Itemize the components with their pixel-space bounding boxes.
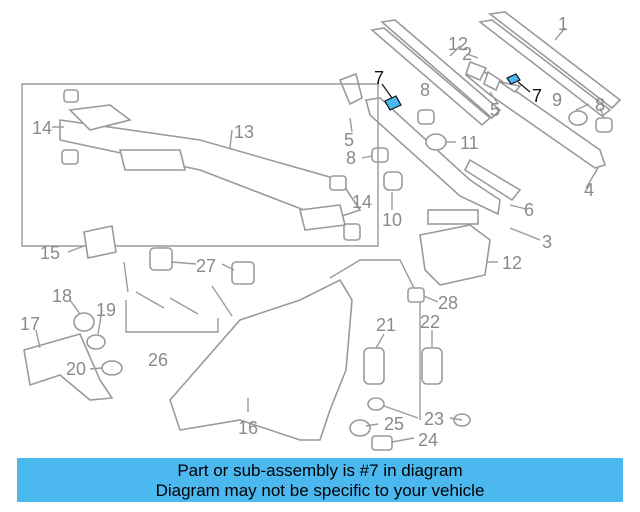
grommet-14b [329, 175, 361, 241]
callout-17: 17 [20, 314, 40, 334]
connector-28 [407, 287, 425, 303]
hoses-26 [123, 261, 233, 333]
washer-reservoir-16 [169, 259, 421, 441]
callout-7-left: 7 [374, 68, 384, 88]
nozzle-27b [231, 261, 255, 285]
banner-line-2: Diagram may not be specific to your vehi… [155, 481, 485, 500]
banner-line-1: Part or sub-assembly is #7 in diagram [177, 461, 463, 480]
callout-3: 3 [542, 232, 552, 252]
clip-19 [86, 334, 106, 350]
wiper-arm-right [465, 63, 607, 169]
arm-cap-right [465, 60, 501, 92]
callout-23: 23 [424, 409, 444, 429]
washer-pump-21 [363, 347, 385, 385]
callout-2-left: 2 [458, 34, 468, 54]
arm-cap-left [338, 72, 363, 106]
nut-8b [595, 117, 613, 133]
plug-18 [73, 312, 95, 332]
callout-13: 13 [234, 122, 254, 142]
callout-19: 19 [96, 300, 116, 320]
callout-20: 20 [66, 359, 86, 379]
callout-7-right: 7 [532, 86, 542, 106]
callout-4: 4 [584, 180, 594, 200]
bushing-10 [383, 171, 403, 191]
callout-6: 6 [524, 200, 534, 220]
linkage-frame-13 [21, 83, 379, 247]
cap-20 [101, 360, 123, 376]
washer-pump-22 [421, 347, 443, 385]
callout-5-right: 5 [490, 100, 500, 120]
callout-10: 10 [382, 210, 402, 230]
callout-28: 28 [438, 293, 458, 313]
callout-25: 25 [384, 414, 404, 434]
grommet-25 [349, 419, 371, 437]
wiper-blade-left [370, 19, 502, 127]
callout-8-a: 8 [420, 80, 430, 100]
callout-14-left: 14 [32, 118, 52, 138]
cap-9 [568, 110, 588, 126]
nut-8a [417, 109, 435, 125]
callout-9: 9 [552, 90, 562, 110]
leader-lines [35, 27, 605, 443]
sensor-24 [371, 435, 393, 451]
callout-16: 16 [238, 418, 258, 438]
callout-8-c: 8 [346, 148, 356, 168]
callout-21: 21 [376, 315, 396, 335]
wiper-motor-12 [419, 209, 491, 286]
wiper-arm-left [364, 97, 522, 216]
callout-2: 2 [462, 44, 472, 64]
nut-8c [371, 147, 389, 163]
callout-27: 27 [196, 256, 216, 276]
wiper-blade-right [478, 11, 622, 118]
callout-18: 18 [52, 286, 72, 306]
callout-12: 12 [502, 253, 522, 273]
info-banner: Part or sub-assembly is #7 in diagram Di… [17, 458, 623, 502]
nozzle-27a [149, 247, 173, 271]
callout-15: 15 [40, 243, 60, 263]
callout-1-left: 1 [448, 34, 458, 54]
bracket-15 [83, 225, 117, 259]
callout-8-b: 8 [595, 95, 605, 115]
callout-26: 26 [148, 350, 168, 370]
parts-diagram: 1 2 1 2 7 7 8 8 8 9 5 5 11 13 14 14 4 6 … [20, 11, 622, 451]
grommet-11 [425, 133, 447, 151]
filler-neck-17 [23, 333, 114, 401]
part-7-leaders [381, 81, 531, 99]
callout-11: 11 [460, 133, 479, 153]
grommet-14a [61, 89, 79, 165]
callout-1: 1 [558, 14, 568, 34]
callout-5-left: 5 [344, 130, 354, 150]
callout-24: 24 [418, 430, 438, 450]
part-7-highlight-right [506, 73, 521, 85]
callout-14-right: 14 [352, 192, 372, 212]
callout-22: 22 [420, 312, 440, 332]
